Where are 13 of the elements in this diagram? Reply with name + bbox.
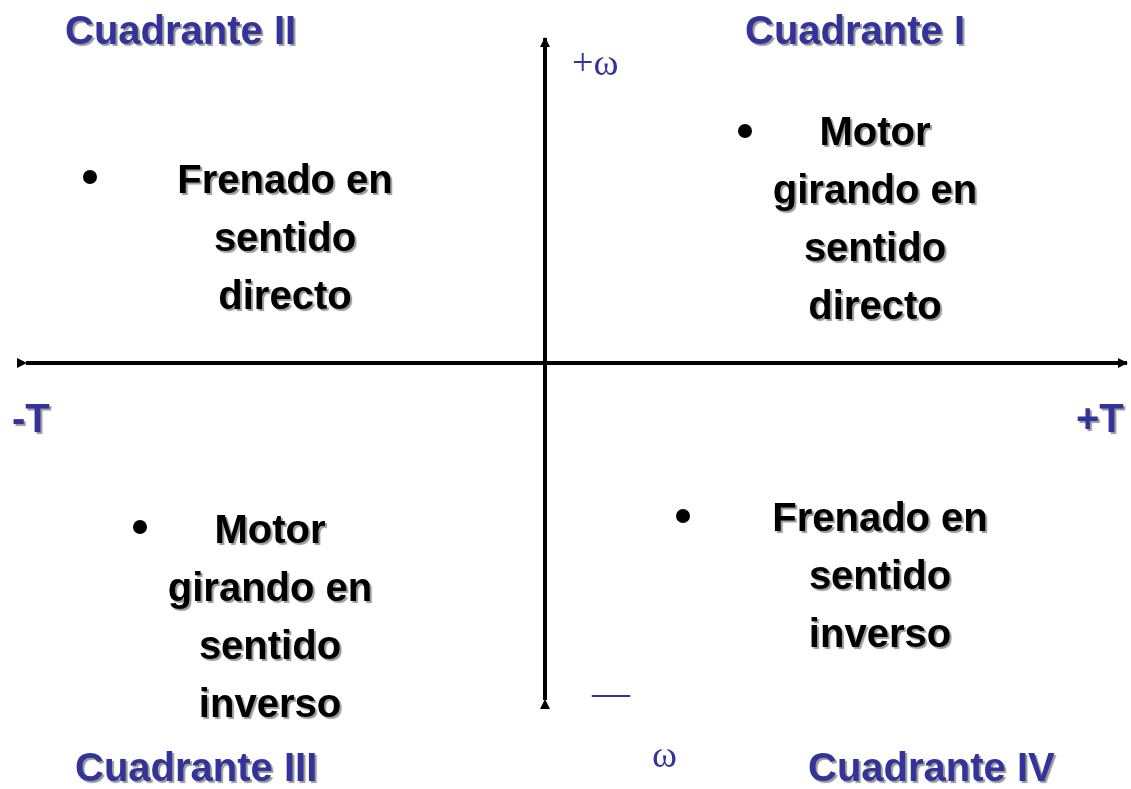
axis-label: +T xyxy=(1076,396,1124,441)
quadrant-title: Cuadrante IV xyxy=(808,745,1055,789)
quadrant-title: Cuadrante I xyxy=(745,8,966,53)
quadrant-description: Motor girando en sentido directo xyxy=(771,108,979,329)
axis-label: ω xyxy=(652,732,677,776)
quadrant-title: Cuadrante II xyxy=(65,8,297,53)
axis-label: -T xyxy=(12,396,50,441)
axis-label: — xyxy=(592,670,630,714)
quadrant-description: Motor girando en sentido inverso xyxy=(166,506,374,727)
quadrant-description: Frenado en sentido inverso xyxy=(771,494,989,657)
quadrant-description: Frenado en sentido directo xyxy=(176,156,394,319)
axis-label: +ω xyxy=(572,40,619,84)
quadrant-title: Cuadrante III xyxy=(75,745,318,789)
